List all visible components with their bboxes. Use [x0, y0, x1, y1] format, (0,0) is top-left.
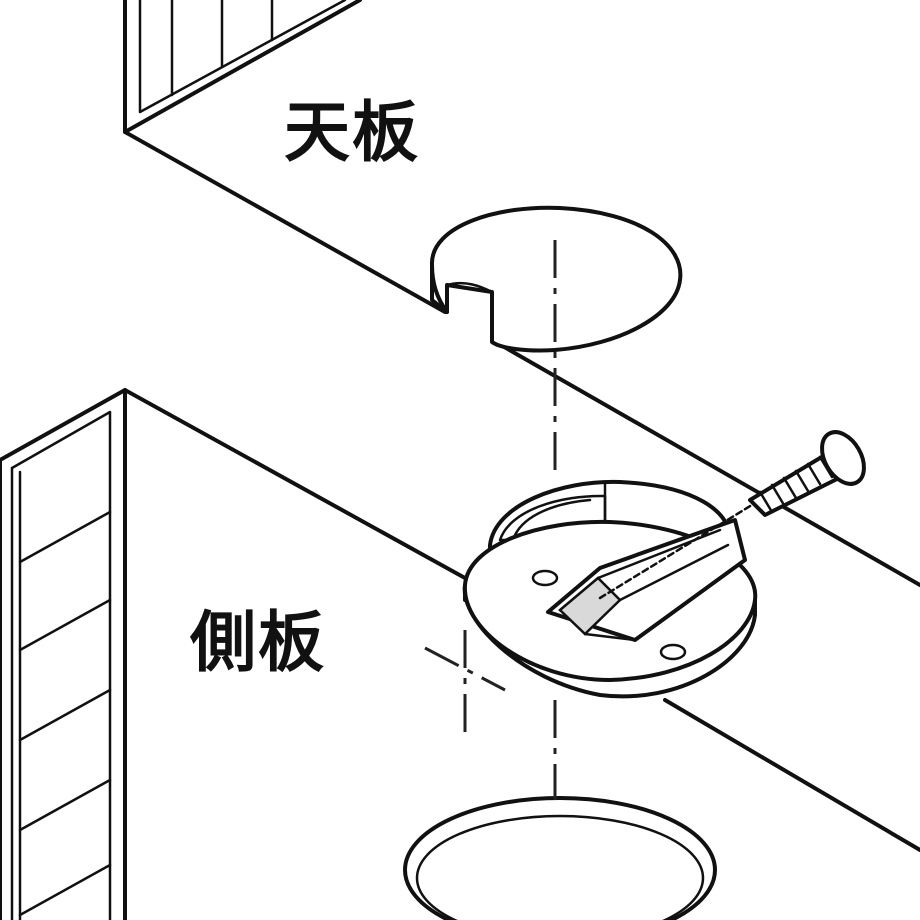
connector-fitting: [462, 479, 758, 699]
side-board-bore-hole: [403, 796, 717, 920]
top-board-label: 天板: [284, 94, 420, 171]
side-board-label: 側板: [190, 604, 326, 681]
screw-icon: [598, 430, 866, 600]
side-board: [0, 388, 920, 920]
center-lines: [424, 240, 557, 800]
top-board-bore-hole: [429, 205, 683, 353]
top-board: [123, 0, 920, 587]
